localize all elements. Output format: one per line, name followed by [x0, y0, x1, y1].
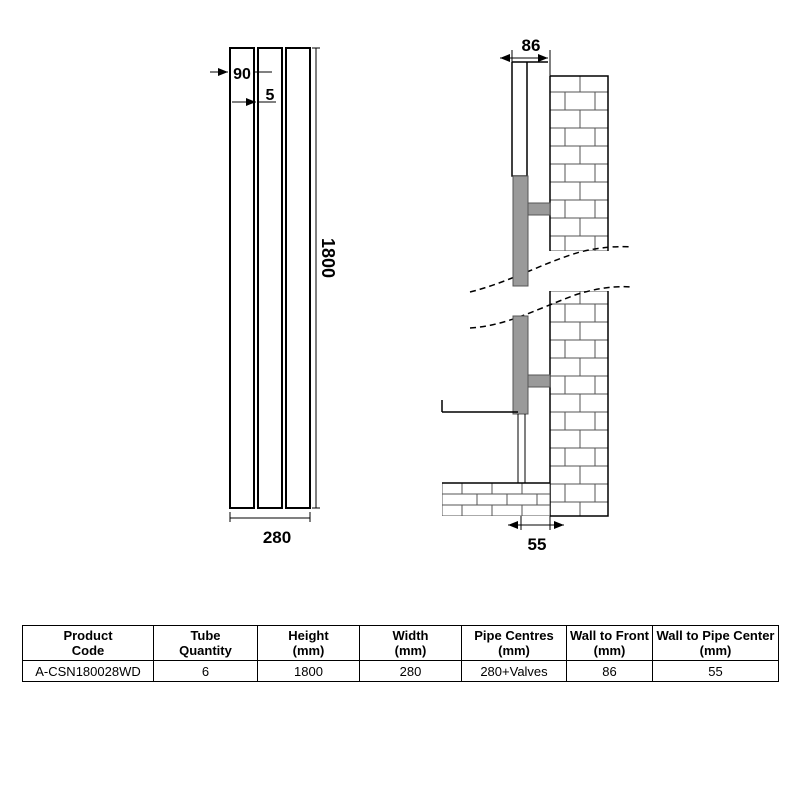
- cell-width: 280: [359, 660, 462, 682]
- radiator-bar-lower: [512, 315, 529, 415]
- brick-wall-lower: [550, 291, 608, 516]
- dim-wall-to-pipe-label: 55: [528, 535, 547, 554]
- radiator-tube-middle: [257, 47, 283, 509]
- table-row: A-CSN180028WD 6 1800 280 280+Valves 86 5…: [22, 660, 779, 682]
- radiator-tube-left: [229, 47, 255, 509]
- wall-bracket-lower: [527, 374, 551, 388]
- floor-bricks: [442, 483, 550, 516]
- cell-product-code: A-CSN180028WD: [22, 660, 154, 682]
- cell-wall-to-pipe-center: 55: [652, 660, 779, 682]
- wall-bracket-upper: [527, 202, 551, 216]
- dim-wall-to-front-label: 86: [522, 36, 541, 55]
- cell-tube-quantity: 6: [153, 660, 258, 682]
- break-line-upper: [469, 245, 633, 293]
- cell-wall-to-front: 86: [566, 660, 653, 682]
- spec-table: Product Code Tube Quantity Height (mm) W…: [22, 625, 779, 682]
- header-tube-quantity: Tube Quantity: [153, 625, 258, 661]
- radiator-tube-right: [285, 47, 311, 509]
- header-wall-to-pipe-center: Wall to Pipe Center (mm): [652, 625, 779, 661]
- radiator-side-profile-upper: [511, 62, 528, 177]
- technical-drawing: 90 5 1800 280: [210, 36, 633, 554]
- side-view: 86 55: [441, 36, 633, 554]
- header-height: Height (mm): [257, 625, 360, 661]
- front-view: 90 5 1800 280: [210, 47, 338, 547]
- dim-width-label: 280: [263, 528, 291, 547]
- break-line-lower: [469, 285, 633, 329]
- header-product-code: Product Code: [22, 625, 154, 661]
- dim-depth-label: 90: [233, 66, 251, 83]
- dim-gap-label: 5: [266, 87, 275, 104]
- header-pipe-centres: Pipe Centres (mm): [461, 625, 567, 661]
- header-width: Width (mm): [359, 625, 462, 661]
- cell-height: 1800: [257, 660, 360, 682]
- dim-height-label: 1800: [318, 238, 338, 278]
- brick-wall-upper: [550, 76, 608, 251]
- header-wall-to-front: Wall to Front (mm): [566, 625, 653, 661]
- spec-table-header-row: Product Code Tube Quantity Height (mm) W…: [22, 625, 779, 661]
- radiator-bar-upper: [512, 175, 529, 287]
- cell-pipe-centres: 280+Valves: [461, 660, 567, 682]
